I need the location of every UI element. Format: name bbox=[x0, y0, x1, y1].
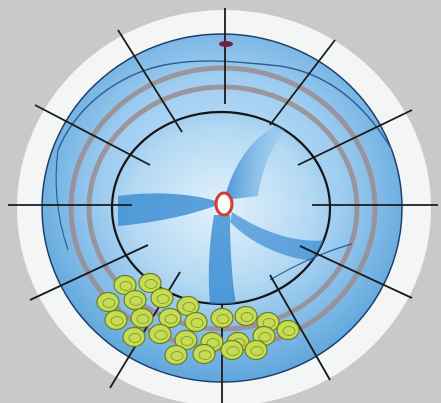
cell bbox=[235, 307, 257, 326]
cell bbox=[165, 346, 187, 365]
top-mark bbox=[219, 41, 233, 47]
cell bbox=[193, 345, 215, 364]
cell bbox=[97, 293, 119, 312]
cell bbox=[131, 309, 153, 328]
center-mark bbox=[216, 193, 232, 215]
cell bbox=[105, 311, 127, 330]
cell bbox=[123, 328, 145, 347]
cell bbox=[221, 341, 243, 360]
cell bbox=[149, 325, 171, 344]
cell bbox=[211, 309, 233, 328]
cell bbox=[277, 321, 299, 340]
cell bbox=[245, 341, 267, 360]
cell bbox=[124, 291, 146, 310]
cell bbox=[151, 289, 173, 308]
cell bbox=[185, 313, 207, 332]
